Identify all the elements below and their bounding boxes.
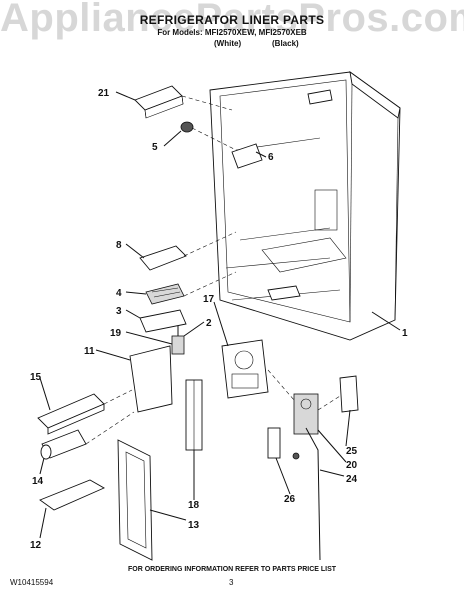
part-19-valve [171, 326, 185, 355]
callout-11: 11 [84, 346, 95, 357]
callout-19: 19 [110, 328, 122, 339]
callout-25: 25 [346, 446, 358, 457]
document-part-number: W10415594 [10, 578, 54, 587]
part-5-knob [180, 121, 194, 133]
page-number: 3 [229, 578, 234, 587]
part-17-control-housing [221, 339, 269, 399]
ordering-note: FOR ORDERING INFORMATION REFER TO PARTS … [127, 566, 337, 573]
callout-8: 8 [116, 240, 122, 251]
callout-3: 3 [116, 306, 122, 317]
part-14-cylinder [40, 429, 87, 460]
part-11-panel [129, 345, 173, 413]
liner-box [209, 70, 401, 341]
callout-2: 2 [206, 318, 212, 329]
callout-24: 24 [346, 474, 358, 485]
watermark: AppliancePartsPros.com [0, 0, 464, 40]
callout-17: 17 [203, 294, 215, 305]
part-21-cover [134, 85, 184, 119]
part-18-heater [185, 379, 203, 451]
callout-4: 4 [116, 288, 122, 299]
callout-12: 12 [30, 540, 42, 551]
part-13-frame [117, 439, 153, 561]
part-6-bracket [231, 143, 263, 169]
diagram-title: REFRIGERATOR LINER PARTS [139, 13, 325, 27]
variant-black: (Black) [272, 39, 299, 48]
variant-white: (White) [214, 39, 242, 48]
models-line: For Models: MFI2570XEW, MFI2570XEB [157, 28, 307, 37]
part-12-shelf [39, 479, 105, 511]
part-20-valve [293, 393, 319, 435]
callout-5: 5 [152, 142, 158, 153]
callout-15: 15 [30, 372, 42, 383]
callout-13: 13 [188, 520, 200, 531]
callout-21: 21 [98, 88, 110, 99]
callout-20: 20 [346, 460, 358, 471]
part-15-tray [37, 393, 105, 435]
part-3-gasket [139, 309, 187, 333]
part-26-holder [267, 427, 281, 459]
callout-26: 26 [284, 494, 296, 505]
part-25-clip [339, 375, 359, 413]
callout-18: 18 [188, 500, 200, 511]
part-24-tube [305, 427, 321, 561]
part-4-filter [145, 283, 185, 305]
callout-1: 1 [402, 328, 408, 339]
part-8-housing [139, 245, 187, 271]
callout-14: 14 [32, 476, 44, 487]
callout-6: 6 [268, 152, 274, 163]
